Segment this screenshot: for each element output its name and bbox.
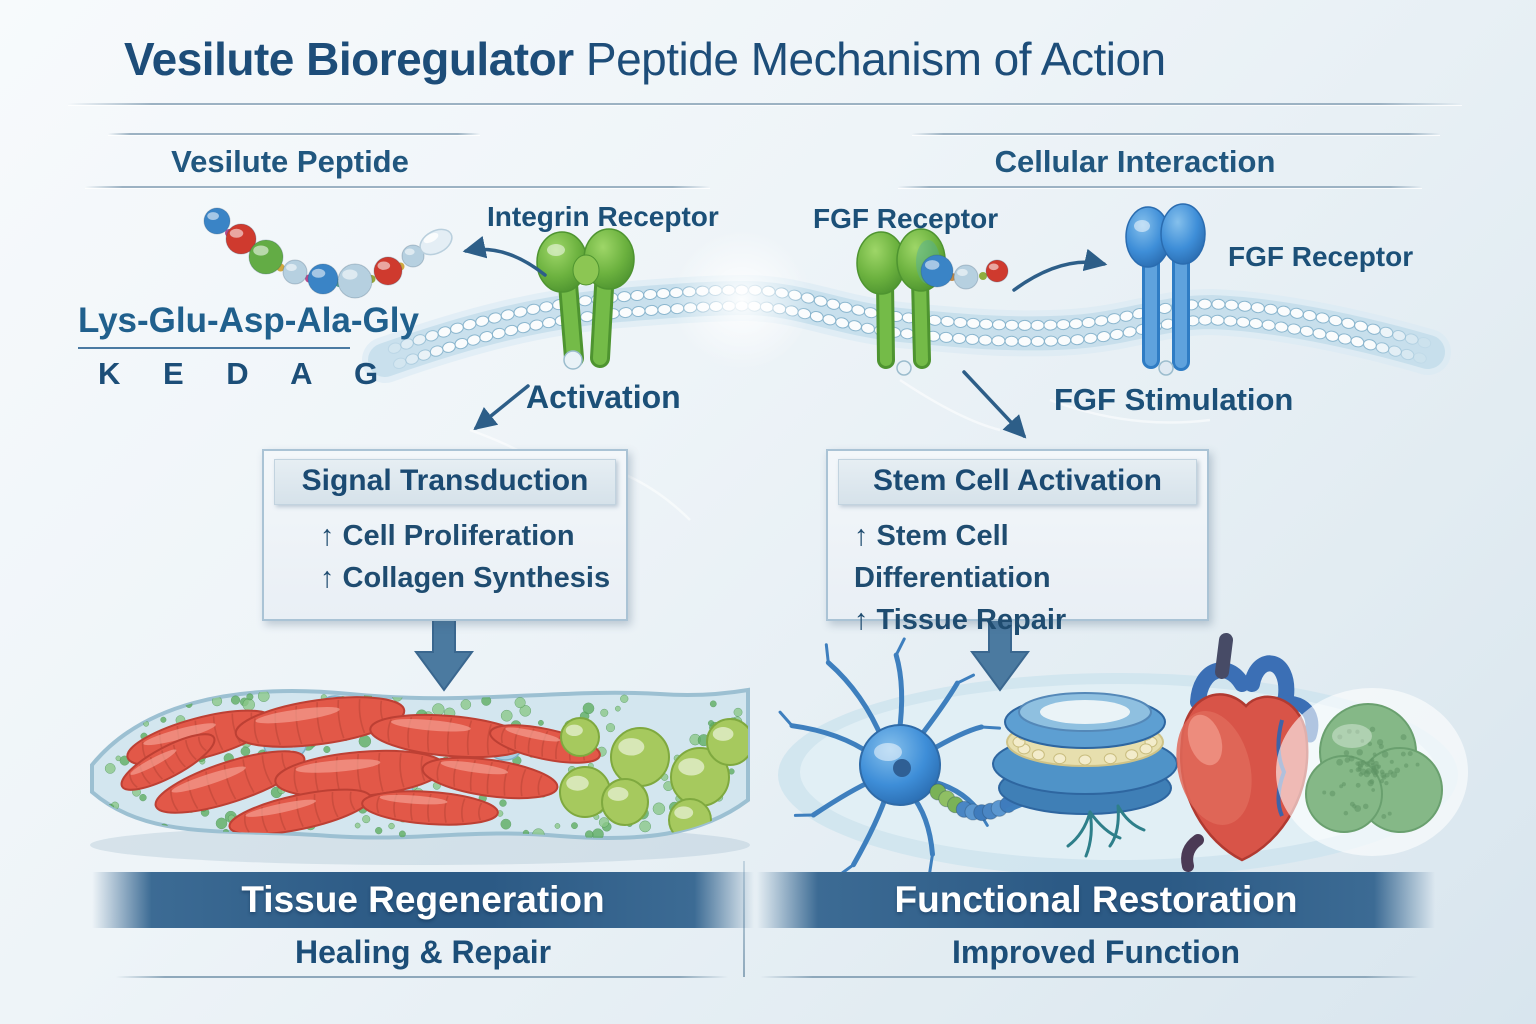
page-title-bold: Vesilute Bioregulator [124,33,574,85]
list-item: ↑ Tissue Repair [854,604,1067,637]
left-header-line-bottom [85,186,710,188]
peptide-binding-arrow [462,235,547,277]
left-caption-underline [116,976,728,978]
fgf-transfer-arrow [1012,248,1108,292]
fgf-stimulation-arrow [962,370,1027,439]
left-column-header: Vesilute Peptide [171,144,409,179]
signal-transduction-box: Signal Transduction ↑ Cell Proliferation… [262,449,628,621]
list-item: ↑ Cell Proliferation [320,520,575,552]
peptide-sequence: Lys-Glu-Asp-Ala-Gly [78,301,419,340]
down-arrows [414,618,1030,692]
peptide-chain [203,207,453,299]
title-divider [68,103,1462,105]
page-title: Vesilute Bioregulator Peptide Mechanism … [124,32,1166,86]
peptide-letters: K E D A G [98,356,381,391]
fgf-receptor-right-label: FGF Receptor [1228,241,1414,272]
fgf-receptor-blue [1125,203,1206,376]
stem-cell-activation-title: Stem Cell Activation [838,459,1197,505]
fgf-stimulation-label: FGF Stimulation [1054,382,1294,417]
peptide-sequence-underline [78,347,350,349]
right-column-header: Cellular Interaction [994,144,1276,179]
activation-label: Activation [526,379,681,415]
right-header-line-bottom [898,186,1422,188]
stem-down-arrow [970,618,1030,692]
flow-arrows [462,235,1108,439]
signal-transduction-items: ↑ Cell Proliferation ↑ Collagen Synthesi… [264,515,626,599]
stem-cell-activation-box: Stem Cell Activation ↑ Stem Cell Differe… [826,449,1209,636]
list-item: ↑ Collagen Synthesis [320,562,611,595]
right-header-line-top [912,133,1440,135]
restoration-organs-illustration [778,633,1468,877]
fgf-receptor-left-label: FGF Receptor [813,203,999,234]
tissue-regeneration-banner: Tissue Regeneration [92,872,754,928]
right-caption-underline [760,976,1418,978]
muscle-tissue-illustration [90,687,750,865]
functional-restoration-banner: Functional Restoration [757,872,1435,928]
stem-cell-activation-items: ↑ Stem Cell Differentiation ↑ Tissue Rep… [828,515,1207,641]
integrin-receptor-label: Integrin Receptor [487,201,719,232]
integrin-receptor [536,228,635,370]
activation-arrow [473,384,530,431]
signal-down-arrow [414,618,474,692]
fgf-receptor-green [856,228,1009,376]
list-item: ↑ Stem Cell Differentiation [854,520,1051,595]
improved-function-caption: Improved Function [952,934,1240,970]
page-title-rest: Peptide Mechanism of Action [573,33,1166,85]
healing-repair-caption: Healing & Repair [294,934,552,970]
signal-transduction-title: Signal Transduction [274,459,616,505]
left-header-line-top [108,133,480,135]
